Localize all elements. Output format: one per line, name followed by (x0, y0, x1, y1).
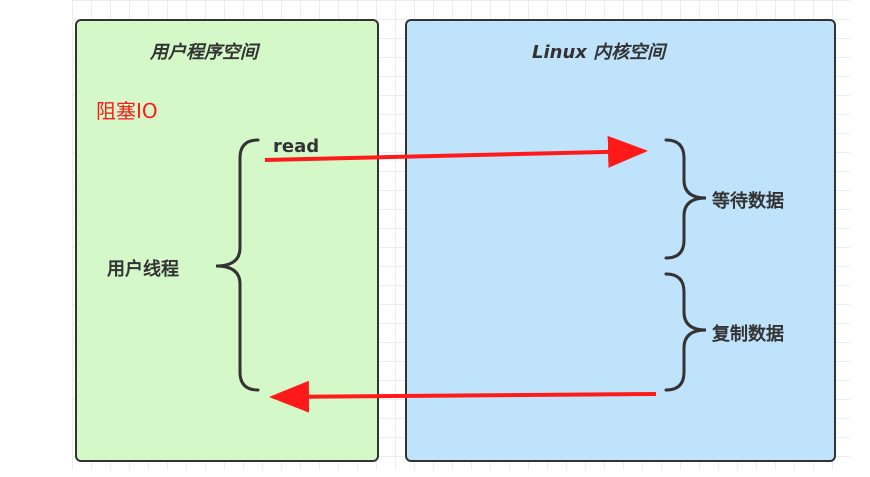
read-request-arrow (264, 135, 648, 168)
user-space-panel (75, 19, 379, 462)
user-space-title: 用户程序空间 (150, 42, 258, 63)
kernel-space-title: Linux 内核空间 (532, 42, 666, 63)
wait-data-brace (664, 138, 707, 260)
data-return-arrow (269, 380, 657, 413)
blocking-io-label: 阻塞IO (96, 99, 158, 123)
user-thread-label: 用户线程 (107, 259, 179, 280)
user-thread-brace (215, 138, 260, 392)
copy-data-brace (664, 272, 707, 392)
kernel-space-panel (405, 19, 836, 462)
read-call-label: read (273, 136, 320, 157)
wait-data-label: 等待数据 (712, 191, 784, 212)
copy-data-label: 复制数据 (712, 324, 784, 345)
